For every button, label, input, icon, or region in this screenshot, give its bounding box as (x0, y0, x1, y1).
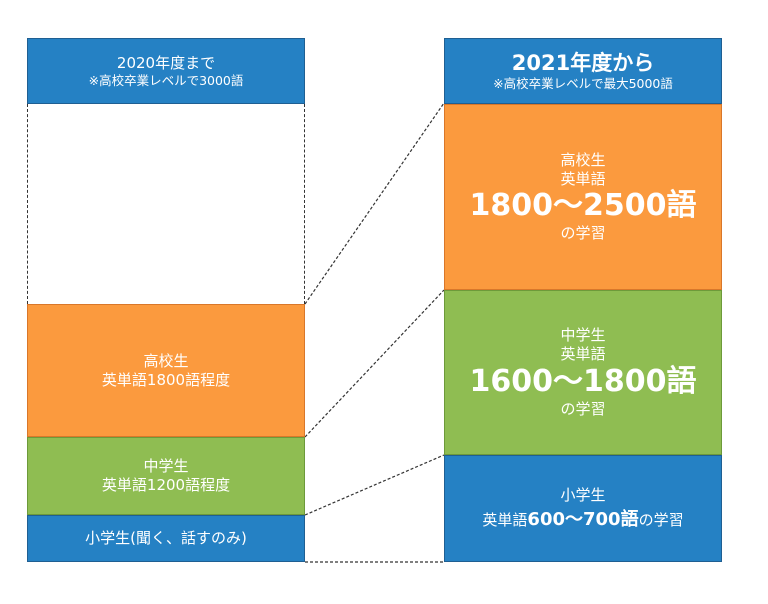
left-high-words: 英単語1800語程度 (101, 370, 231, 389)
right-header-title: 2021年度から (511, 51, 655, 76)
right-middle-suffix: の学習 (560, 399, 606, 418)
left-middle-school: 中学生 英単語1200語程度 (27, 437, 305, 515)
right-high-suffix: の学習 (560, 224, 606, 243)
left-high-school: 高校生 英単語1800語程度 (27, 304, 305, 437)
right-elementary-suffix: の学習 (638, 510, 684, 529)
left-header-note: ※高校卒業レベルで3000語 (88, 72, 244, 88)
right-header-note: ※高校卒業レベルで最大5000語 (493, 76, 673, 92)
right-elementary: 小学生 英単語600〜700語の学習 (444, 455, 722, 562)
right-high-amount: 1800〜2500語 (469, 188, 697, 224)
right-middle-amount: 1600〜1800語 (469, 363, 697, 399)
right-elementary-words: 英単語600〜700語の学習 (482, 509, 683, 532)
connector-line (304, 102, 445, 305)
left-high-label: 高校生 (143, 351, 189, 370)
connector-line (304, 289, 445, 438)
right-middle-school: 中学生 英単語 1600〜1800語 の学習 (444, 290, 722, 455)
left-middle-label: 中学生 (143, 457, 189, 476)
right-high-label: 高校生 (560, 150, 606, 169)
right-middle-words-label: 英単語 (560, 345, 606, 364)
right-header: 2021年度から ※高校卒業レベルで最大5000語 (444, 38, 722, 104)
left-elementary: 小学生(聞く、話すのみ) (27, 515, 305, 562)
left-header-title: 2020年度まで (116, 53, 216, 72)
left-header: 2020年度まで ※高校卒業レベルで3000語 (27, 38, 305, 104)
right-high-words-label: 英単語 (560, 169, 606, 188)
right-elementary-label: 小学生 (560, 485, 606, 504)
right-middle-label: 中学生 (560, 326, 606, 345)
right-high-school: 高校生 英単語 1800〜2500語 の学習 (444, 104, 722, 290)
connector-line (304, 454, 445, 516)
left-middle-words: 英単語1200語程度 (101, 476, 231, 494)
right-elementary-amount: 600〜700語 (527, 508, 639, 530)
left-empty-space (27, 104, 305, 304)
right-elementary-prefix: 英単語 (482, 510, 528, 529)
left-elementary-label: 小学生(聞く、話すのみ) (85, 529, 247, 548)
